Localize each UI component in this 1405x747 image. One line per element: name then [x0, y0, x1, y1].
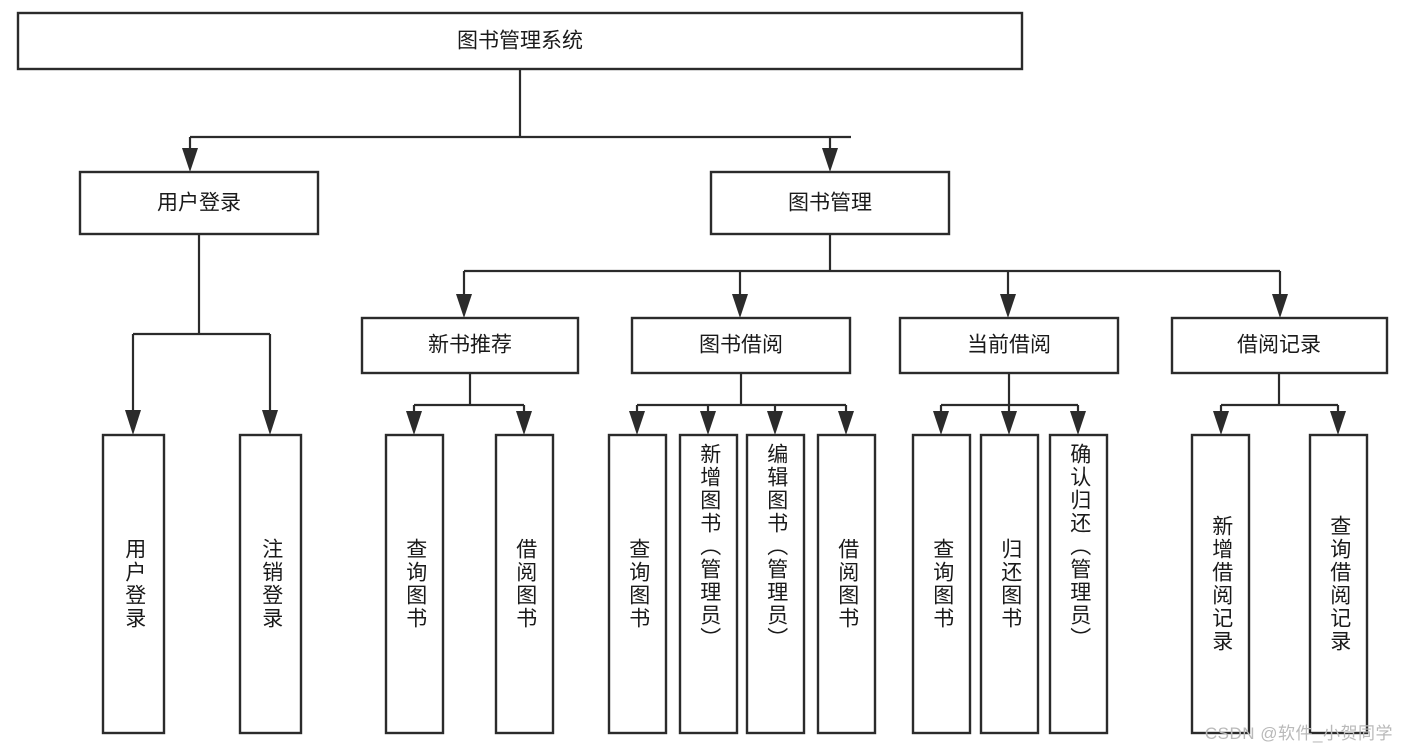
arrow-head-icon [732, 294, 748, 318]
node-new-book-recommend-label: 新书推荐 [428, 334, 512, 357]
arrow-head-icon [125, 410, 141, 435]
arrow-head-icon [406, 411, 422, 435]
arrow-head-icon [516, 411, 532, 435]
connector-bookborrow-to-leaves [629, 373, 854, 435]
arrow-head-icon [1070, 411, 1086, 435]
arrow-head-icon [629, 411, 645, 435]
connector-bookmanage-to-level3 [456, 233, 1288, 318]
connector-currentborrow-to-leaves [933, 373, 1086, 435]
leaf-box-query-book-2[interactable] [607, 433, 668, 735]
csdn-watermark: CSDN @软件_小贺同学 [1204, 724, 1393, 743]
arrow-head-icon [933, 411, 949, 435]
node-root-label: 图书管理系统 [457, 30, 583, 53]
node-user-login[interactable]: 用户登录 [78, 170, 320, 236]
arrow-head-icon [182, 148, 198, 172]
node-root-box[interactable] [16, 11, 1024, 71]
node-new-book-recommend[interactable]: 新书推荐 [360, 316, 580, 375]
node-borrow-record[interactable]: 借阅记录 [1170, 316, 1389, 375]
node-borrow-record-box[interactable] [1170, 316, 1389, 375]
arrow-head-icon [1330, 411, 1346, 435]
leaf-box-add-record[interactable] [1190, 433, 1251, 735]
node-user-login-box[interactable] [78, 170, 320, 236]
node-book-manage-box[interactable] [709, 170, 951, 236]
node-book-manage-label: 图书管理 [788, 192, 872, 215]
node-book-manage[interactable]: 图书管理 [709, 170, 951, 236]
leaf-box-add-book[interactable] [678, 433, 739, 735]
arrow-head-icon [1213, 411, 1229, 435]
node-current-borrow-label: 当前借阅 [967, 334, 1051, 357]
leaf-box-borrow-book-2[interactable] [816, 433, 877, 735]
leaf-box-borrow-book-1[interactable] [494, 433, 555, 735]
connector-borrowrecord-to-leaves [1213, 373, 1346, 435]
node-current-borrow-box[interactable] [898, 316, 1120, 375]
leaf-box-query-book-1[interactable] [384, 433, 445, 735]
leaf-box-edit-book[interactable] [745, 433, 806, 735]
leaf-box-query-record[interactable] [1308, 433, 1369, 735]
node-root[interactable]: 图书管理系统 [16, 11, 1024, 71]
leaf-box-return-book[interactable] [979, 433, 1040, 735]
arrow-head-icon [767, 411, 783, 435]
arrow-head-icon [700, 411, 716, 435]
node-user-login-label: 用户登录 [157, 192, 241, 215]
node-book-borrow[interactable]: 图书借阅 [630, 316, 852, 375]
arrow-head-icon [262, 410, 278, 435]
connector-root-to-level2 [182, 69, 851, 172]
arrow-head-icon [1272, 294, 1288, 318]
connector-userlogin-to-leaves [125, 234, 278, 435]
arrow-head-icon [838, 411, 854, 435]
leaf-box-query-book-3[interactable] [911, 433, 972, 735]
node-book-borrow-label: 图书借阅 [699, 334, 783, 357]
arrow-head-icon [456, 294, 472, 318]
arrow-head-icon [822, 148, 838, 172]
leaf-box-logout-login[interactable] [238, 433, 303, 735]
node-new-book-recommend-box[interactable] [360, 316, 580, 375]
leaf-box-confirm-return[interactable] [1048, 433, 1109, 735]
node-borrow-record-label: 借阅记录 [1237, 334, 1321, 357]
connector-newbook-to-leaves [406, 373, 532, 435]
node-book-borrow-box[interactable] [630, 316, 852, 375]
arrow-head-icon [1000, 294, 1016, 318]
leaf-box-user-login[interactable] [101, 433, 166, 735]
node-current-borrow[interactable]: 当前借阅 [898, 316, 1120, 375]
arrow-head-icon [1001, 411, 1017, 435]
